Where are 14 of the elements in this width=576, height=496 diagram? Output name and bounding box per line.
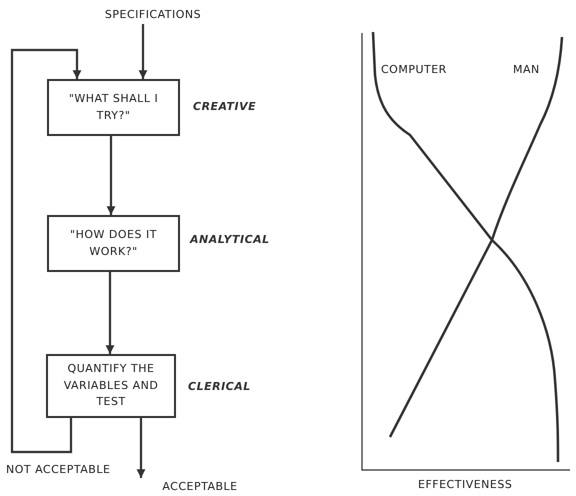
process-box: "HOW DOES IT WORK?" bbox=[47, 215, 180, 272]
stage-label: CREATIVE bbox=[193, 100, 256, 113]
arrow bbox=[136, 418, 146, 478]
axis-label: EFFECTIVENESS bbox=[418, 477, 512, 492]
stage-label: CLERICAL bbox=[188, 380, 251, 393]
arrow bbox=[106, 272, 114, 354]
process-box: "WHAT SHALL I TRY?" bbox=[47, 79, 180, 136]
arrow bbox=[138, 24, 148, 79]
axis-label: COMPUTER bbox=[381, 62, 447, 78]
stage-label: ANALYTICAL bbox=[190, 233, 270, 246]
process-box: QUANTIFY THE VARIABLES AND TEST bbox=[46, 354, 176, 418]
axis-label: MAN bbox=[513, 62, 540, 78]
arrow bbox=[106, 136, 116, 215]
arrow bbox=[10, 48, 82, 454]
